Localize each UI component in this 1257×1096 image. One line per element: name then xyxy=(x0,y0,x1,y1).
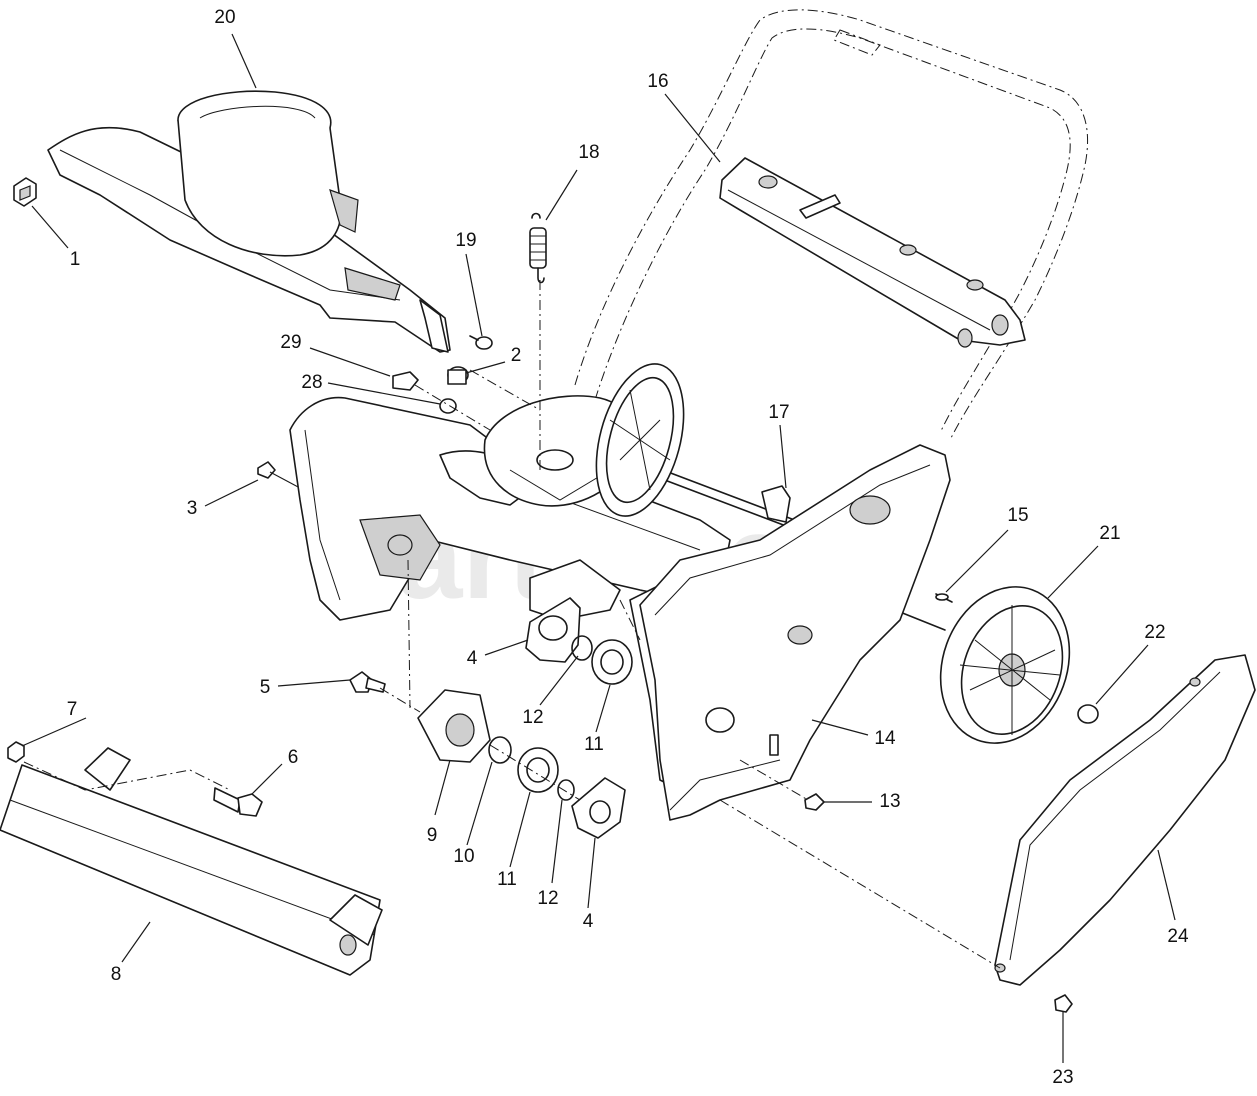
washer-12-lower xyxy=(557,779,575,801)
side-panel xyxy=(639,444,951,821)
bracket-17 xyxy=(761,485,791,523)
washer-10 xyxy=(488,736,512,764)
callout-12-upper: 12 xyxy=(522,707,543,728)
callout-1: 1 xyxy=(70,249,81,270)
housing-9 xyxy=(417,689,491,763)
bolt-13 xyxy=(804,793,825,811)
callout-13: 13 xyxy=(879,791,900,812)
bearing-11-lower xyxy=(517,747,559,793)
leader-lines xyxy=(21,33,1176,1063)
callout-4-upper: 4 xyxy=(467,648,478,669)
bolt-5 xyxy=(349,671,386,693)
flange-4-lower xyxy=(571,777,626,839)
flange-4-upper xyxy=(525,597,581,663)
handle-crossbar xyxy=(719,157,1026,348)
callout-22: 22 xyxy=(1144,622,1165,643)
callout-2: 2 xyxy=(511,345,522,366)
wheel-rear xyxy=(595,363,685,517)
alignment-lines xyxy=(23,280,1001,969)
bolt-3 xyxy=(257,461,301,489)
callout-8: 8 xyxy=(111,964,122,985)
bearing-11-upper xyxy=(591,639,633,685)
handle-outline xyxy=(574,9,1088,441)
chute-clip xyxy=(13,177,37,207)
callout-16: 16 xyxy=(647,71,668,92)
spacer-28 xyxy=(439,398,457,414)
discharge-chute xyxy=(47,90,451,353)
callout-10: 10 xyxy=(453,846,474,867)
callout-29: 29 xyxy=(280,332,301,353)
callout-20: 20 xyxy=(214,7,235,28)
washer-12-upper xyxy=(571,635,593,661)
callout-3: 3 xyxy=(187,498,198,519)
spring xyxy=(529,212,547,284)
callout-12-lower: 12 xyxy=(537,888,558,909)
callout-21: 21 xyxy=(1099,523,1120,544)
callout-5: 5 xyxy=(260,677,271,698)
belt-cover xyxy=(994,654,1256,986)
callout-28: 28 xyxy=(301,372,322,393)
scraper-bar xyxy=(0,747,383,976)
callout-14: 14 xyxy=(874,728,896,749)
bolt-2 xyxy=(447,366,469,385)
bolt-23 xyxy=(1054,994,1073,1013)
callout-11-upper: 11 xyxy=(584,734,604,755)
bolt-6 xyxy=(213,787,263,817)
callout-15: 15 xyxy=(1007,505,1028,526)
callout-6: 6 xyxy=(288,747,299,768)
cap-22 xyxy=(1077,704,1099,724)
nut-7 xyxy=(7,741,25,763)
bolt-19 xyxy=(469,335,493,350)
callout-7: 7 xyxy=(67,699,78,720)
callout-18: 18 xyxy=(578,142,599,163)
callout-17: 17 xyxy=(768,402,789,423)
callout-4-lower: 4 xyxy=(583,911,594,932)
pin-15 xyxy=(935,593,953,603)
callout-23: 23 xyxy=(1052,1067,1073,1088)
callout-9: 9 xyxy=(427,825,438,846)
callout-labels: 20 1 16 18 19 2 29 28 3 17 15 21 22 4 5 … xyxy=(67,7,1189,1088)
wheel-21 xyxy=(939,586,1071,744)
callout-11-lower: 11 xyxy=(497,869,517,890)
bolt-29 xyxy=(392,371,419,391)
callout-24: 24 xyxy=(1167,926,1189,947)
callout-19: 19 xyxy=(455,230,476,251)
